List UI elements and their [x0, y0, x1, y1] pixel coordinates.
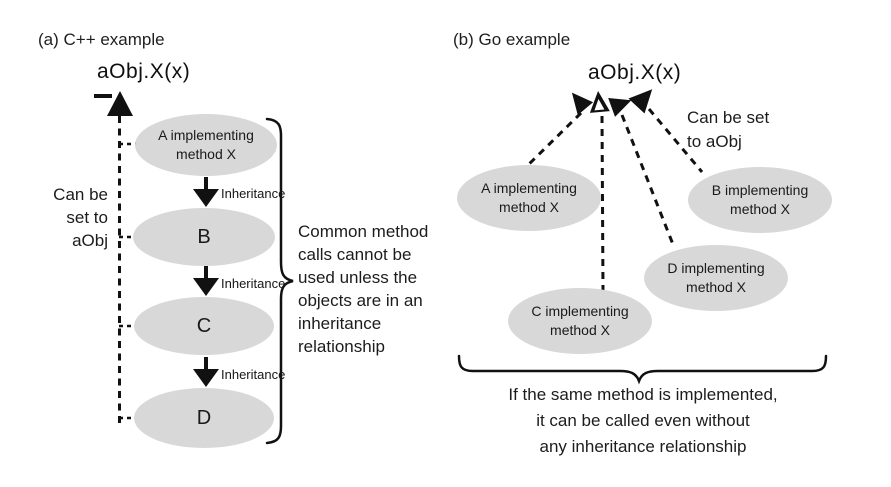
- dash-to-b: [647, 108, 704, 173]
- cpp-node-a-line1: A implementing: [158, 127, 254, 143]
- go-node-b: B implementing method X: [688, 167, 832, 233]
- cpp-brace-note-line3: used unless the: [298, 268, 418, 287]
- cpp-can-set-arrow: [94, 91, 136, 423]
- cpp-brace-note-line1: Common method: [298, 222, 429, 241]
- go-node-b-line2: method X: [730, 201, 790, 217]
- inheritance-arrow-1-head: [193, 189, 219, 207]
- go-node-d-line2: method X: [686, 279, 746, 295]
- go-node-a-line2: method X: [499, 199, 559, 215]
- go-node-d: D implementing method X: [644, 245, 788, 311]
- arrowhead-2-notch: [594, 99, 605, 111]
- go-node-a-line1: A implementing: [481, 180, 577, 196]
- cpp-brace-note-line5: inheritance: [298, 314, 382, 333]
- arrowhead-1-icon: [571, 92, 594, 116]
- cpp-brace-note: Common method calls cannot be used unles…: [298, 220, 488, 358]
- cpp-node-c-label: C: [196, 314, 212, 337]
- go-bottom-note-line2: it can be called even without: [536, 411, 750, 430]
- go-arrowhead-cluster: [571, 89, 653, 117]
- cpp-inheritance-arrows: [193, 177, 219, 387]
- go-title: (b) Go example: [453, 30, 571, 49]
- cpp-brace-note-line6: relationship: [298, 337, 385, 356]
- cpp-right-brace: [265, 117, 294, 445]
- cpp-node-d: D: [134, 388, 274, 448]
- arrowhead-3-icon: [608, 98, 632, 117]
- go-dashed-calls: [520, 108, 704, 291]
- dash-to-a: [520, 111, 583, 173]
- go-node-a: A implementing method X: [457, 165, 601, 231]
- dash-to-d: [620, 114, 676, 248]
- go-node-b-line1: B implementing: [711, 182, 809, 198]
- cpp-brace-note-line2: calls cannot be: [298, 245, 412, 264]
- cpp-call-expression: aObj.X(x): [97, 60, 191, 83]
- cpp-can-set-line3: aObj: [72, 231, 108, 250]
- cpp-title: (a) C++ example: [38, 30, 165, 49]
- go-bottom-brace: [457, 354, 828, 385]
- cpp-can-set-note: Can be set to aObj: [28, 183, 108, 252]
- cpp-can-set-line1: Can be: [53, 185, 108, 204]
- cpp-brace-note-line4: objects are in an: [298, 291, 423, 310]
- go-bottom-note-line3: any inheritance relationship: [539, 437, 747, 456]
- up-arrowhead-icon: [107, 91, 133, 116]
- cpp-node-b-label: B: [197, 225, 211, 248]
- go-node-d-line1: D implementing: [667, 260, 765, 276]
- go-node-c: C implementing method X: [508, 288, 652, 354]
- go-can-set-line2: to aObj: [687, 132, 742, 151]
- cpp-node-a: A implementing method X: [135, 114, 277, 176]
- cpp-node-c: C: [134, 297, 274, 355]
- inheritance-label-1: Inheritance: [221, 186, 286, 201]
- go-can-set-note: Can be set to aObj: [687, 106, 769, 154]
- cpp-can-set-line2: set to: [66, 208, 108, 227]
- inheritance-label-2: Inheritance: [221, 276, 286, 291]
- cpp-node-a-line2: method X: [176, 146, 236, 162]
- inheritance-arrow-2-head: [193, 278, 219, 296]
- go-bottom-note: If the same method is implemented, it ca…: [443, 382, 843, 460]
- dash-to-c: [600, 115, 605, 291]
- underline-dash: [94, 94, 112, 98]
- go-node-c-line2: method X: [550, 322, 610, 338]
- go-can-set-line1: Can be set: [687, 108, 770, 127]
- go-bottom-note-line1: If the same method is implemented,: [508, 385, 778, 404]
- inheritance-arrow-3-head: [193, 369, 219, 387]
- arrowhead-4-icon: [628, 89, 653, 114]
- inheritance-label-3: Inheritance: [221, 367, 286, 382]
- go-node-c-line1: C implementing: [531, 303, 629, 319]
- cpp-node-b: B: [133, 208, 275, 266]
- go-call-expression: aObj.X(x): [588, 61, 682, 84]
- cpp-node-d-label: D: [196, 406, 212, 429]
